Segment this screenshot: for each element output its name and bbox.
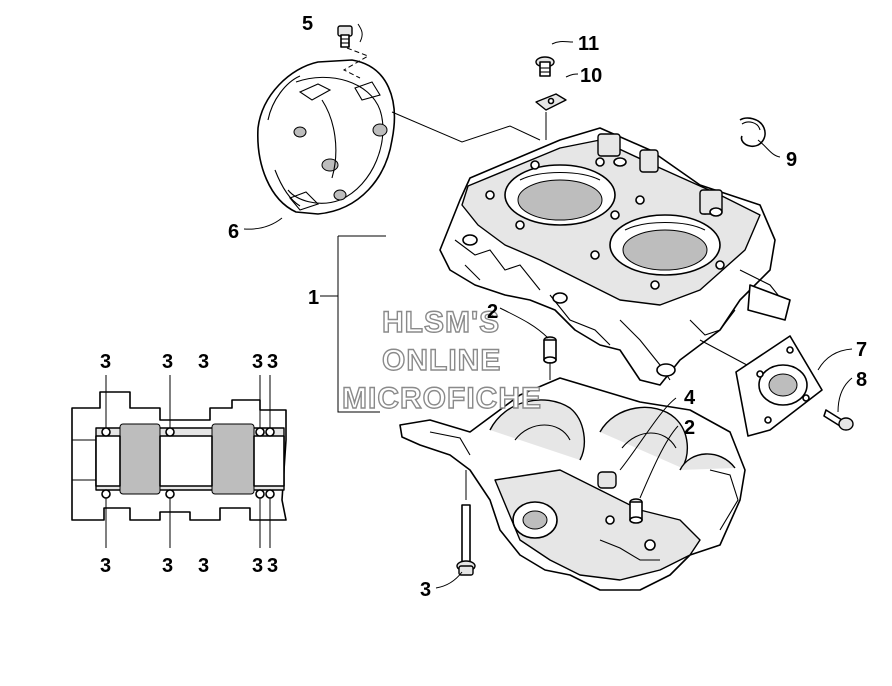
leader-10 [565,73,579,78]
callout-9: 9 [786,149,797,171]
dowel-pin-upper [543,336,557,364]
bolt-3-long [456,470,476,576]
leader-8 [837,377,853,413]
leader-7 [817,348,853,371]
bolt-11 [535,56,555,77]
callout-6: 6 [228,221,239,243]
callout-3-detail-bot-5: 3 [267,555,278,577]
dowel-pin-lower [629,498,643,524]
callout-3-detail-bot-2: 3 [162,555,173,577]
callout-3-detail-bot-3: 3 [198,555,209,577]
lower-crankcase [399,377,746,591]
leader-6 [243,217,283,230]
svg-text:MICROFICHE: MICROFICHE [342,382,542,415]
callout-4: 4 [684,387,696,409]
callout-3-detail-top-2: 3 [162,351,173,373]
leader-9 [757,139,781,158]
leader-2-lower [639,425,679,499]
callout-1: 1 [308,287,319,309]
leader-5 [357,23,363,43]
svg-text:ONLINE: ONLINE [382,344,501,377]
leader-11 [551,41,574,45]
callout-3-detail-bot-1: 3 [100,555,111,577]
leader-1-bracket [320,235,386,413]
clip-10 [535,93,567,111]
callout-10: 10 [580,65,602,87]
recoil-housing [257,59,396,215]
callout-3-detail-bot-4: 3 [252,555,263,577]
watermark: HLSM'S ONLINE MICROFICHE [341,305,542,415]
callout-3-detail-top-3: 3 [198,351,209,373]
bolt-5-path [342,47,370,79]
callout-2-upper: 2 [487,301,498,323]
callout-3-bottom: 3 [420,579,431,601]
callout-3-detail-top-5: 3 [267,351,278,373]
upper-crankcase [439,127,791,386]
cover-plate [735,335,823,437]
bolt-5 [337,25,353,48]
bearing-detail [71,375,287,548]
svg-text:HLSM'S: HLSM'S [382,306,500,339]
housing-alignment-line [391,111,541,143]
callout-3-detail-top-1: 3 [100,351,111,373]
callout-2-lower: 2 [684,417,695,439]
leader-3-bottom [435,571,463,589]
bolt-8 [823,409,854,431]
callout-11: 11 [578,33,599,55]
callout-3-detail-top-4: 3 [252,351,263,373]
leader-4 [619,397,677,471]
callout-5: 5 [302,13,313,35]
callout-8: 8 [856,369,867,391]
snap-ring [739,117,766,148]
callout-7: 7 [856,339,867,361]
leader-2-upper [499,307,549,339]
